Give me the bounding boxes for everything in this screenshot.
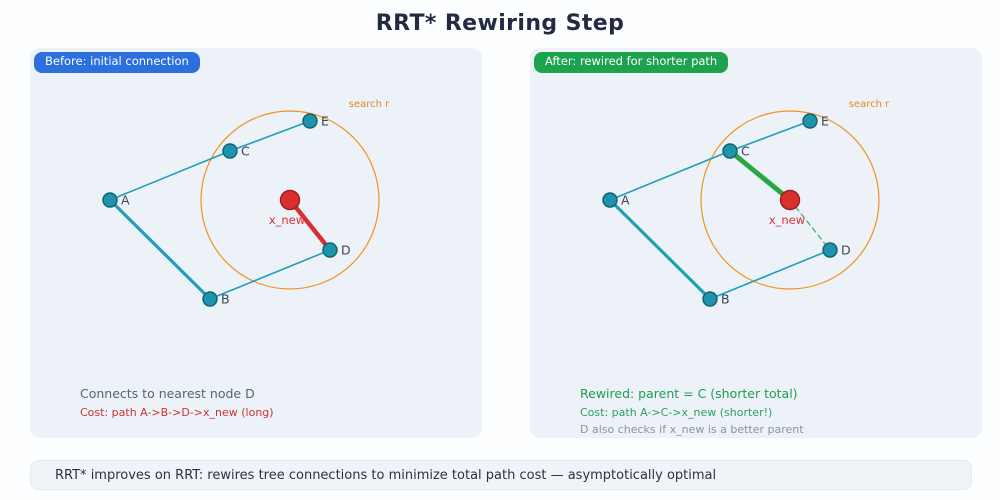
node-D xyxy=(322,242,338,258)
node-label-D: D xyxy=(341,243,351,258)
edge-A-C xyxy=(109,150,231,201)
node-C xyxy=(722,143,738,159)
node-B xyxy=(202,291,218,307)
node-label-x_new: x_new xyxy=(769,213,805,227)
badge-after: After: rewired for shorter path xyxy=(534,52,729,73)
edge-A-B xyxy=(108,198,212,301)
node-x_new xyxy=(779,189,801,211)
note-line-0: Rewired: parent = C (shorter total) xyxy=(580,386,798,401)
node-label-x_new: x_new xyxy=(269,213,305,227)
node-label-B: B xyxy=(721,292,730,307)
node-label-C: C xyxy=(241,144,250,159)
node-label-A: A xyxy=(121,193,130,208)
note-line-2: D also checks if x_new is a better paren… xyxy=(580,422,804,436)
node-label-C: C xyxy=(741,144,750,159)
graph-after: search r A B C E Dx_new xyxy=(602,99,890,307)
node-label-A: A xyxy=(621,193,630,208)
node-label-D: D xyxy=(841,243,851,258)
search-radius-circle xyxy=(700,110,880,290)
note-line-1: Cost: path A->C->x_new (shorter!) xyxy=(580,405,773,419)
node-E xyxy=(802,113,818,129)
edge-C-x_new xyxy=(727,148,793,203)
graph-before: search r A B C E Dx_new xyxy=(102,99,390,307)
footer-text: RRT* improves on RRT: rewires tree conne… xyxy=(55,467,717,483)
search-radius-label: search r xyxy=(349,99,390,110)
node-E xyxy=(302,113,318,129)
edge-B-D xyxy=(709,249,831,300)
node-A xyxy=(102,192,118,208)
notes-before: Connects to nearest node D Cost: path A->… xyxy=(80,386,274,424)
badge-before: Before: initial connection xyxy=(34,52,200,73)
page-title: RRT* Rewiring Step xyxy=(375,11,625,36)
node-A xyxy=(602,192,618,208)
note-line-1: Cost: path A->B->D->x_new (long) xyxy=(80,405,274,419)
node-label-B: B xyxy=(221,292,230,307)
edge-x_new-D xyxy=(287,197,333,253)
search-radius-label: search r xyxy=(849,99,890,110)
edge-C-E xyxy=(729,120,811,152)
node-label-E: E xyxy=(321,114,329,129)
footer-note: RRT* improves on RRT: rewires tree conne… xyxy=(30,460,972,490)
node-D xyxy=(822,242,838,258)
note-line-0: Connects to nearest node D xyxy=(80,386,255,401)
panel-before: Before: initial connection search r A B C E D… xyxy=(30,48,482,438)
edge-A-B xyxy=(608,198,712,301)
panel-after: After: rewired for shorter path search r… xyxy=(530,48,982,438)
node-C xyxy=(222,143,238,159)
node-label-E: E xyxy=(821,114,829,129)
edge-x_new-D xyxy=(789,199,831,251)
notes-after: Rewired: parent = C (shorter total) Cost:… xyxy=(580,386,804,441)
node-x_new xyxy=(279,189,301,211)
node-B xyxy=(702,291,718,307)
edge-C-E xyxy=(229,120,311,152)
search-radius-circle xyxy=(200,110,380,290)
edge-A-C xyxy=(609,150,731,201)
edge-B-D xyxy=(209,249,331,300)
